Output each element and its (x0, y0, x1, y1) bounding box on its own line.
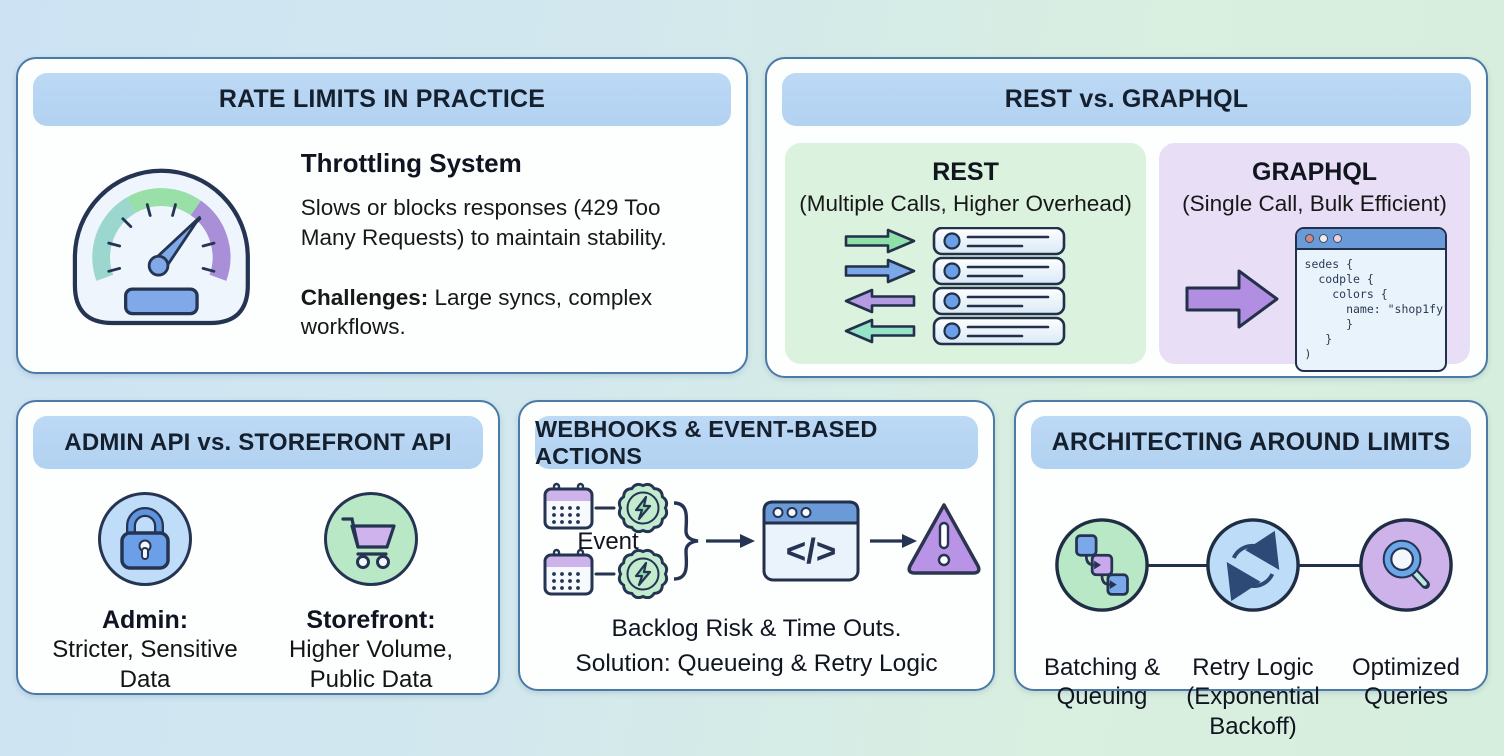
code-line: sedes { (1304, 257, 1353, 271)
lock-icon (98, 492, 192, 586)
graphql-code-window: sedes { codple { colors { name: "shop1fy… (1294, 227, 1447, 372)
card-title-rate-limits: RATE LIMITS IN PRACTICE (33, 73, 731, 126)
rest-subtitle: (Multiple Calls, Higher Overhead) (799, 191, 1132, 216)
arrow-right (902, 534, 917, 548)
code-line: ) (1304, 346, 1312, 361)
rest-title: REST (932, 158, 999, 186)
arrow-right-purple-large (1185, 269, 1279, 329)
calendar-icon (543, 548, 594, 596)
storefront-desc: Higher Volume, Public Data (288, 636, 454, 693)
throttling-heading: Throttling System (300, 148, 522, 179)
arrow-right-green (844, 228, 915, 254)
admin-storefront-content: Admin: Stricter, Sensitive Data Storefro… (18, 469, 498, 695)
rate-limits-content: Throttling System Slows or blocks respon… (18, 126, 746, 346)
code-line: colors { (1304, 286, 1388, 301)
challenges-line: Challenges: Large syncs, complex workflo… (301, 283, 720, 342)
card-title-architecting: ARCHITECTING AROUND LIMITS (1031, 416, 1471, 469)
challenges-text: Large syncs, complex workflows. (300, 284, 653, 340)
merge-brace (673, 501, 699, 581)
label-optimized-queries: Optimized Queries (1351, 654, 1461, 711)
webhook-lightning-icon (618, 483, 668, 533)
webhook-lightning-icon (618, 549, 668, 599)
arrow-left-teal (844, 318, 915, 344)
optimized-queries-icon (1359, 518, 1453, 612)
solution-line: Solution: Queueing & Retry Logic (575, 649, 938, 677)
comparison-panels: REST (Multiple Calls, Higher Overhead) (785, 143, 1470, 372)
code-symbol: </> (786, 532, 837, 571)
label-batching-queuing: Batching & Queuing (1043, 654, 1161, 711)
event-label: Event (577, 528, 639, 555)
graphql-code: sedes { codple { colors { name: "shop1fy… (1297, 250, 1445, 370)
code-window-icon: </> (762, 500, 860, 582)
admin-label: Admin: (101, 606, 189, 634)
card-rest-vs-graphql: REST vs. GRAPHQL REST (Multiple Calls, H… (765, 57, 1488, 378)
card-title-webhooks: WEBHOOKS & EVENT-BASED ACTIONS (535, 416, 978, 469)
window-dot-light (1318, 234, 1328, 243)
server-rows (932, 227, 1065, 346)
throttling-body: Slows or blocks responses (429 Too Many … (300, 195, 667, 250)
webhooks-caption: Backlog Risk & Time Outs. Solution: Queu… (520, 612, 993, 682)
code-line: name: "shop1fy" (1304, 301, 1447, 316)
shopping-cart-icon (324, 492, 418, 586)
retry-logic-icon (1206, 518, 1300, 612)
card-admin-vs-storefront: ADMIN API vs. STOREFRONT API Admin: Stri… (16, 400, 500, 695)
arrow-right-blue (844, 258, 915, 284)
code-line: } (1304, 331, 1333, 346)
arrow-left-purple (844, 288, 915, 314)
code-line: codple { (1304, 271, 1374, 286)
window-dot-red (1304, 234, 1314, 243)
architecting-icons-row (1016, 491, 1486, 641)
code-window-titlebar (1296, 229, 1445, 250)
calendar-icon (543, 482, 594, 530)
storefront-api-column: Storefront: Higher Volume, Public Data (262, 489, 480, 695)
arrow-right (740, 534, 755, 548)
rest-panel: REST (Multiple Calls, Higher Overhead) (785, 143, 1147, 364)
storefront-label: Storefront: (306, 606, 436, 634)
code-line: } (1304, 316, 1353, 331)
rest-multiple-calls-icon (844, 227, 1065, 346)
admin-desc: Stricter, Sensitive Data (52, 636, 238, 693)
card-title-admin-vs-storefront: ADMIN API vs. STOREFRONT API (33, 416, 483, 469)
warning-triangle-icon (907, 503, 981, 575)
window-dot-pink (1332, 234, 1342, 243)
card-architecting: ARCHITECTING AROUND LIMITS (1014, 400, 1488, 740)
webhooks-diagram: Event </> (534, 481, 983, 604)
batching-queuing-icon (1055, 518, 1149, 612)
speedometer-gauge-icon (72, 168, 250, 326)
graphql-panel: GRAPHQL (Single Call, Bulk Efficient) se… (1159, 143, 1470, 372)
label-retry-logic: Retry Logic (Exponential Backoff) (1186, 654, 1320, 740)
card-rate-limits: RATE LIMITS IN PRACTICE Throttling Syste… (16, 57, 748, 374)
rate-limits-text: Throttling System Slows or blocks respon… (301, 148, 720, 342)
risk-line: Backlog Risk & Time Outs. (611, 615, 902, 642)
challenges-label: Challenges: (300, 284, 429, 310)
architecting-labels: Batching & Queuing Retry Logic (Exponent… (1016, 653, 1486, 753)
graphql-title: GRAPHQL (1252, 158, 1378, 186)
card-webhooks: WEBHOOKS & EVENT-BASED ACTIONS (518, 400, 995, 691)
card-title-rest-vs-graphql: REST vs. GRAPHQL (782, 73, 1471, 126)
graphql-subtitle: (Single Call, Bulk Efficient) (1182, 191, 1447, 216)
webhook-flow-illustration: Event </> (543, 482, 981, 599)
admin-api-column: Admin: Stricter, Sensitive Data (36, 489, 254, 695)
